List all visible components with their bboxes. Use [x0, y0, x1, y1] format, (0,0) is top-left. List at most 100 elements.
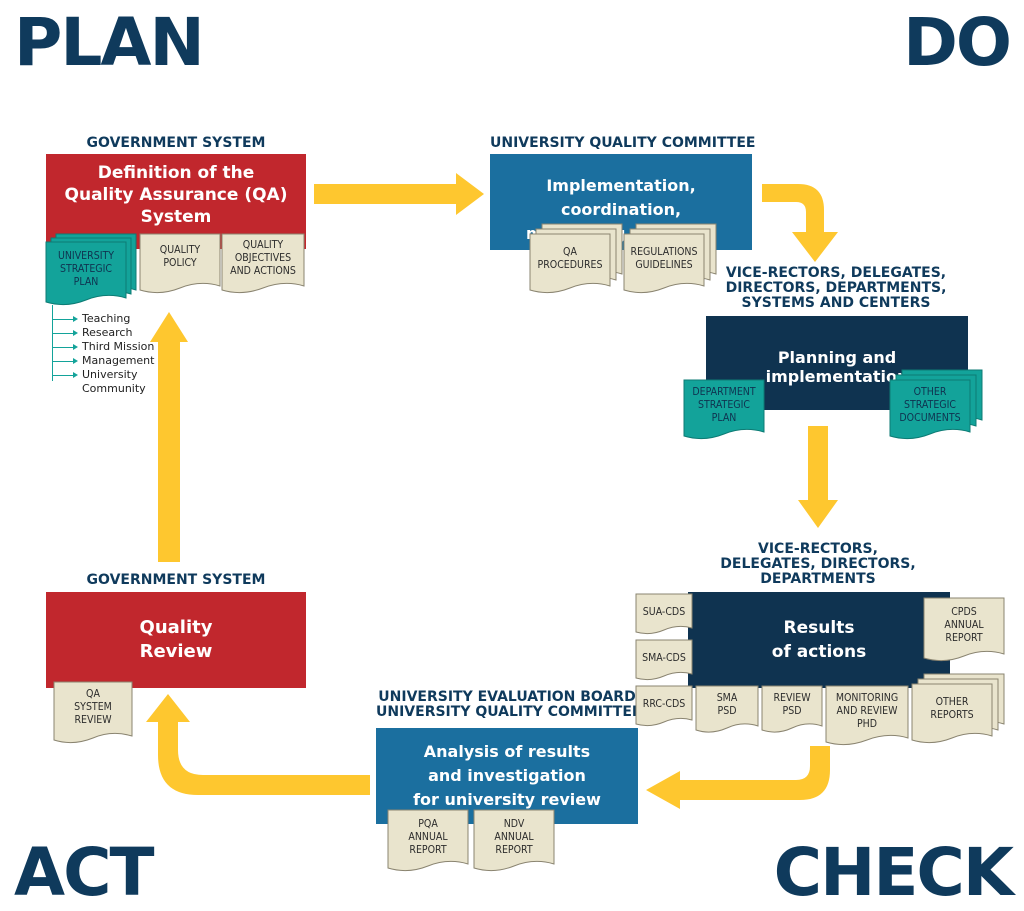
doc-label: ANNUAL [408, 831, 448, 843]
rrc-cds-doc: RRC-CDS [635, 685, 693, 728]
analysis-heading: UNIVERSITY EVALUATION BOARD UNIVERSITY Q… [376, 689, 642, 720]
sma-cds-doc: SMA-CDS [635, 639, 693, 682]
do-heading: UNIVERSITY QUALITY COMMITTEE [490, 135, 756, 151]
results-line: Results [783, 618, 855, 638]
arrow-plan-to-do [314, 173, 484, 215]
doc-label: STRATEGIC [904, 399, 956, 411]
doc-label: MONITORING [835, 692, 899, 704]
doc-label: STRATEGIC [698, 399, 750, 411]
doc-label: PLAN [73, 276, 99, 288]
arrow-do-to-planning [762, 184, 838, 262]
quality-review-box: Quality Review [46, 592, 306, 688]
doc-label: PROCEDURES [537, 259, 603, 271]
qa-procedures-doc: QA PROCEDURES [529, 223, 623, 298]
doc-label: OBJECTIVES [234, 252, 292, 264]
doc-label: CPDS [951, 606, 977, 618]
doc-label: QUALITY [159, 244, 201, 256]
sua-cds-doc: SUA-CDS [635, 593, 693, 636]
qa-system-review-doc: QA SYSTEM REVIEW [53, 681, 133, 746]
doc-label: PLAN [711, 412, 737, 424]
plan-label: PLAN [14, 4, 205, 81]
doc-label: ANNUAL [494, 831, 534, 843]
act-label: ACT [14, 834, 155, 911]
results-heading: VICE-RECTORS, DELEGATES, DIRECTORS, DEPA… [720, 541, 916, 587]
doc-label: REVIEW [74, 714, 112, 726]
doc-label: QUALITY [242, 239, 284, 251]
sma-psd-doc: SMA PSD [695, 685, 759, 736]
doc-label: PQA [418, 818, 438, 830]
doc-label: SMA-CDS [642, 652, 686, 664]
doc-label: AND ACTIONS [230, 265, 296, 277]
results-line: of actions [771, 642, 867, 662]
results-box: Results of actions [688, 592, 950, 688]
qa-definition-box: Definition of the Quality Assurance (QA)… [46, 154, 306, 249]
doc-label: REPORTS [930, 709, 974, 721]
other-strategic-documents-doc: OTHER STRATEGIC DOCUMENTS [889, 369, 983, 444]
review-psd-doc: REVIEW PSD [761, 685, 823, 736]
review-line: Quality [139, 617, 213, 638]
doc-label: PHD [856, 718, 878, 730]
doc-label: REVIEW [773, 692, 811, 704]
other-reports-doc: OTHER REPORTS [911, 673, 1005, 748]
arrow-results-to-analysis [646, 746, 830, 809]
university-strategic-plan-doc: UNIVERSITY STRATEGIC PLAN [45, 233, 137, 310]
quality-policy-doc: QUALITY POLICY [139, 233, 221, 296]
arrow-review-to-plan [150, 312, 188, 562]
doc-label: DEPARTMENT [692, 386, 756, 398]
area-item: University [52, 368, 154, 382]
areas-tree-line [52, 305, 53, 381]
ndv-annual-report-doc: NDV ANNUAL REPORT [473, 809, 555, 874]
doc-label: AND REVIEW [836, 705, 898, 717]
doc-label: SMA [716, 692, 738, 704]
review-heading: GOVERNMENT SYSTEM [86, 572, 266, 588]
quality-objectives-doc: QUALITY OBJECTIVES AND ACTIONS [221, 233, 305, 296]
doc-label: PSD [782, 705, 802, 717]
arrow-analysis-to-review [146, 694, 370, 795]
area-item: Third Mission [52, 340, 154, 354]
area-item: Teaching [52, 312, 154, 326]
doc-label: ANNUAL [944, 619, 984, 631]
qa-definition-line: System [140, 207, 212, 227]
doc-label: REPORT [945, 632, 983, 644]
doc-label: RRC-CDS [642, 698, 686, 710]
analysis-line: for university review [413, 790, 601, 809]
qa-definition-line: Quality Assurance (QA) [64, 185, 288, 205]
plan-heading: GOVERNMENT SYSTEM [86, 135, 266, 151]
area-item: Community [82, 382, 146, 395]
doc-label: OTHER [935, 696, 969, 708]
doc-label: UNIVERSITY [57, 250, 115, 262]
doc-label: SUA-CDS [642, 606, 686, 618]
qa-definition-line: Definition of the [97, 163, 255, 183]
analysis-line: Analysis of results [423, 742, 591, 761]
doc-label: QA [86, 688, 100, 700]
doc-label: PSD [717, 705, 737, 717]
area-item: Management [52, 354, 154, 368]
implementation-line: Implementation, coordination, [546, 176, 696, 219]
regulations-doc: REGULATIONS GUIDELINES [623, 223, 717, 298]
doc-label: NDV [503, 818, 525, 830]
doc-label: DOCUMENTS [899, 412, 961, 424]
department-strategic-plan-doc: DEPARTMENT STRATEGIC PLAN [683, 379, 765, 442]
doc-label: SYSTEM [74, 701, 112, 713]
areas-list: Teaching Research Third Mission Manageme… [52, 312, 154, 396]
doc-label: OTHER [913, 386, 947, 398]
monitoring-review-phd-doc: MONITORING AND REVIEW PHD [825, 685, 909, 748]
doc-label: REGULATIONS [630, 246, 698, 258]
doc-label: REPORT [409, 844, 447, 856]
doc-label: REPORT [495, 844, 533, 856]
doc-label: QA [563, 246, 577, 258]
arrow-planning-to-results [798, 426, 838, 528]
doc-label: GUIDELINES [635, 259, 693, 271]
do-label: DO [903, 4, 1012, 81]
doc-label: POLICY [163, 257, 197, 269]
planning-heading: VICE-RECTORS, DELEGATES, DIRECTORS, DEPA… [725, 265, 947, 311]
cpds-annual-report-doc: CPDS ANNUAL REPORT [923, 597, 1005, 664]
area-item: Research [52, 326, 154, 340]
pqa-annual-report-doc: PQA ANNUAL REPORT [387, 809, 469, 874]
doc-label: STRATEGIC [60, 263, 112, 275]
analysis-box: Analysis of results and investigation fo… [376, 728, 638, 824]
review-line: Review [139, 641, 213, 662]
analysis-line: and investigation [428, 766, 586, 785]
check-label: CHECK [773, 834, 1014, 911]
